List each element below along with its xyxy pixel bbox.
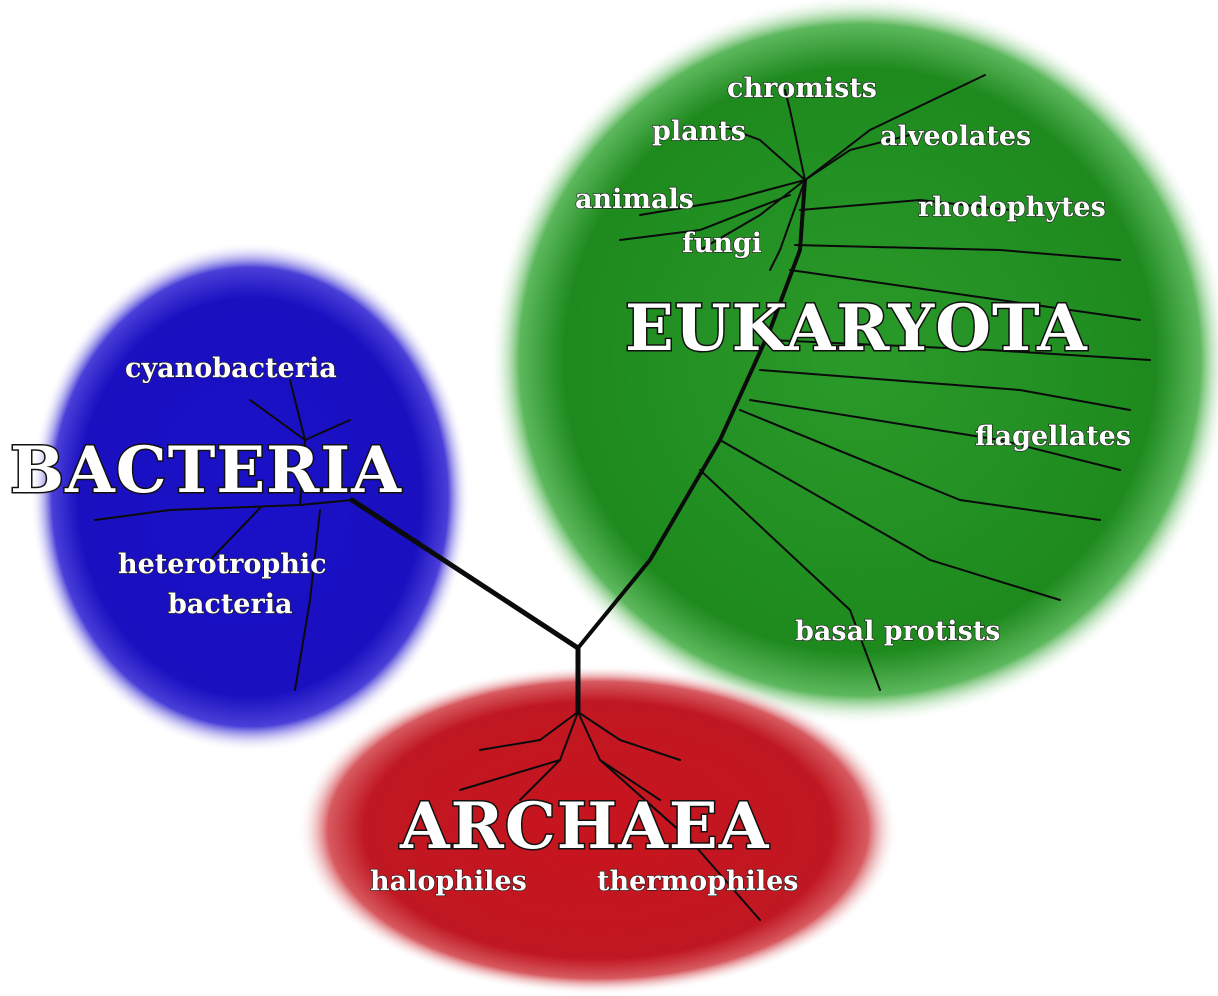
bacteria-label: BACTERIA: [10, 433, 402, 508]
halophiles-label: halophiles: [370, 866, 527, 897]
alveolates-label: alveolates: [880, 121, 1031, 152]
animals-label: animals: [575, 184, 694, 215]
archaea-label: ARCHAEA: [399, 789, 770, 864]
fungi-label: fungi: [682, 228, 762, 259]
rhodophytes-label: rhodophytes: [918, 192, 1106, 223]
heterotrophic-label: heterotrophic: [118, 549, 327, 580]
plants-label: plants: [652, 116, 746, 147]
chromists-label: chromists: [727, 73, 877, 104]
cyanobacteria-label: cyanobacteria: [125, 353, 337, 384]
basal-protists-label: basal protists: [795, 616, 1000, 647]
bacteria-group-label: bacteria: [168, 589, 292, 620]
eukaryota-label: EUKARYOTA: [625, 291, 1088, 366]
thermophiles-label: thermophiles: [597, 866, 799, 897]
flagellates-label: flagellates: [975, 421, 1131, 452]
